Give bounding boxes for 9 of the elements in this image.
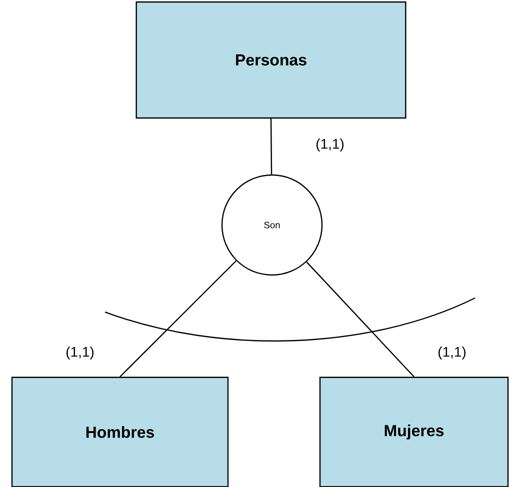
entity-box: Mujeres — [319, 376, 509, 487]
connector-line — [270, 118, 272, 174]
connector-line — [306, 262, 414, 378]
connector-line — [120, 260, 237, 378]
entity-box: Hombres — [11, 376, 229, 487]
entity-box: Personas — [136, 1, 406, 119]
cardinality-label: (1,1) — [438, 346, 466, 360]
cardinality-label: (1,1) — [316, 138, 344, 152]
cardinality-label: (1,1) — [66, 346, 94, 360]
